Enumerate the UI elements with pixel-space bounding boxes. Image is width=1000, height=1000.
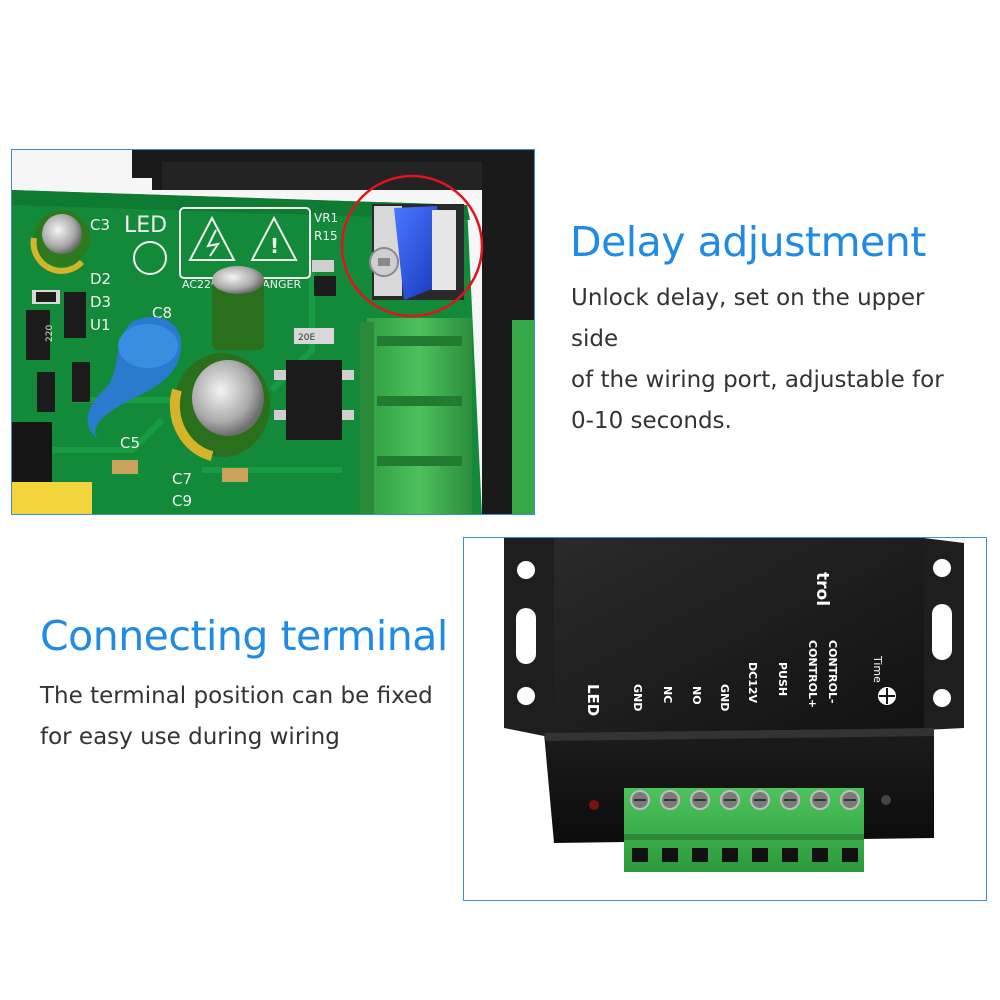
label-no: NO xyxy=(690,686,703,705)
device-photo: trol CONTROL- CONTROL+ PUSH DC12V GND NO… xyxy=(463,537,987,901)
silk-220: 220 xyxy=(45,325,55,342)
description-line: 0-10 seconds. xyxy=(571,408,732,434)
label-control-minus: CONTROL- xyxy=(826,640,839,704)
connecting-terminal-title: Connecting terminal xyxy=(40,612,448,660)
silk-u1: U1 xyxy=(90,316,111,334)
svg-text:!: ! xyxy=(270,234,279,258)
connecting-terminal-description: The terminal position can be fixed for e… xyxy=(40,676,450,758)
silk-c7: C7 xyxy=(172,470,192,488)
silk-c5: C5 xyxy=(120,434,140,452)
optocoupler-chip xyxy=(286,360,342,440)
warning-triangle-1 xyxy=(188,215,236,261)
highlight-circle xyxy=(340,174,484,318)
label-control-plus: CONTROL+ xyxy=(806,640,819,708)
warning-triangle-2 xyxy=(250,215,298,261)
description-line: The terminal position can be fixed xyxy=(40,683,433,709)
delay-adjustment-title: Delay adjustment xyxy=(570,218,926,266)
label-gnd-1: GND xyxy=(718,684,731,711)
device-illustration: trol CONTROL- CONTROL+ PUSH DC12V GND NO… xyxy=(464,538,986,900)
silk-d2: D2 xyxy=(90,270,111,288)
led-indicator xyxy=(589,800,599,810)
delay-adjustment-description: Unlock delay, set on the upper side of t… xyxy=(571,278,971,442)
pcb-illustration: C3 LED D2 D3 U1 C8 C5 C7 C9 VR1 R15 AC22… xyxy=(12,150,534,514)
pcb-photo: C3 LED D2 D3 U1 C8 C5 C7 C9 VR1 R15 AC22… xyxy=(11,149,535,515)
case-top xyxy=(554,538,924,736)
silk-c9: C9 xyxy=(172,492,192,510)
terminal-screws xyxy=(630,790,860,810)
silk-r15: R15 xyxy=(314,229,338,243)
silk-c3: C3 xyxy=(90,216,110,234)
description-line: of the wiring port, adjustable for xyxy=(571,367,944,393)
label-push: PUSH xyxy=(776,662,789,696)
label-nc: NC xyxy=(661,686,674,703)
brand-name: Time xyxy=(871,655,884,683)
silk-danger: DANGER xyxy=(254,278,302,291)
wire-openings xyxy=(632,848,858,862)
silk-vr1: VR1 xyxy=(314,211,338,225)
label-dc12v: DC12V xyxy=(746,662,759,704)
description-line: for easy use during wiring xyxy=(40,724,340,750)
label-gnd-2: GND xyxy=(631,684,644,711)
label-led: LED xyxy=(584,684,602,716)
product-title-fragment: trol xyxy=(812,572,832,606)
silk-led: LED xyxy=(124,213,167,238)
big-capacitor xyxy=(192,360,264,436)
terminal-block xyxy=(367,318,472,514)
silk-d3: D3 xyxy=(90,293,111,311)
silk-20e: 20E xyxy=(298,333,315,343)
description-line: Unlock delay, set on the upper side xyxy=(571,285,925,352)
